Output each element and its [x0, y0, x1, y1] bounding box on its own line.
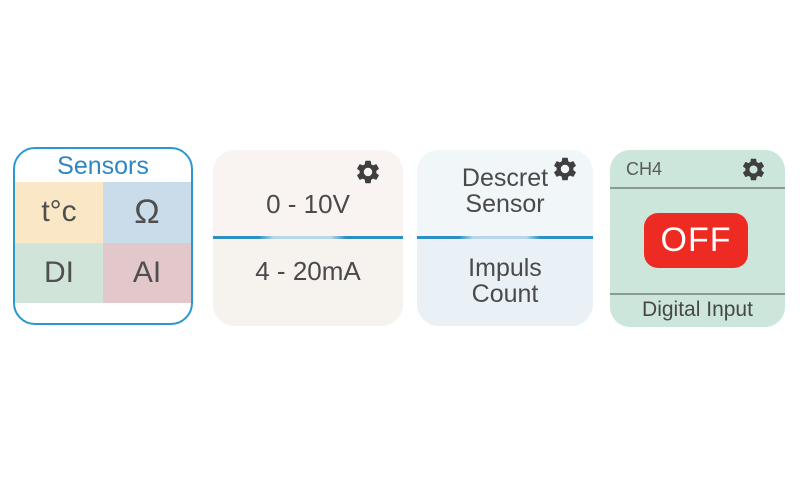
sensors-type-card[interactable]: Sensors t°c Ω DI AI — [13, 147, 193, 325]
sensor-type-grid: t°c Ω DI AI — [15, 182, 191, 303]
discrete-option-sensor[interactable]: Descret Sensor — [417, 164, 593, 218]
sensor-type-temperature[interactable]: t°c — [15, 182, 103, 243]
sensor-type-temperature-label: t°c — [41, 195, 77, 229]
discrete-option-sensor-line2: Sensor — [465, 190, 545, 218]
sensor-type-analog-input-label: AI — [132, 255, 162, 289]
card-divider — [417, 236, 593, 239]
discrete-mode-card[interactable]: Descret Sensor Impuls Count — [417, 150, 593, 326]
gear-icon[interactable] — [551, 155, 579, 183]
discrete-mode-bottom-half — [417, 239, 593, 326]
channel-name-label: CH4 — [626, 159, 663, 179]
sensor-type-resistance[interactable]: Ω — [103, 182, 191, 243]
analog-range-card[interactable]: 0 - 10V 4 - 20mA — [213, 150, 403, 326]
discrete-option-impulse-line1: Impuls — [468, 254, 542, 282]
discrete-option-impulse-line2: Count — [471, 280, 539, 308]
sensor-type-resistance-label: Ω — [134, 192, 160, 231]
sensors-card-title: Sensors — [57, 152, 149, 180]
discrete-option-sensor-line1: Descret — [461, 164, 549, 192]
sensor-type-digital-input-label: DI — [44, 255, 74, 289]
channel-footer-divider — [610, 293, 785, 295]
channel-state-toggle-button[interactable]: OFF — [644, 213, 748, 268]
analog-range-bottom-half — [213, 239, 403, 326]
card-divider — [213, 236, 403, 239]
channel-header-divider — [610, 187, 785, 189]
gear-icon[interactable] — [740, 156, 767, 183]
sensor-type-analog-input[interactable]: AI — [103, 242, 191, 303]
discrete-option-impulse-count[interactable]: Impuls Count — [417, 254, 593, 308]
sensor-type-digital-input[interactable]: DI — [15, 242, 103, 303]
analog-option-4-20ma[interactable]: 4 - 20mA — [255, 255, 361, 286]
channel-state-label: OFF — [660, 221, 732, 259]
analog-option-0-10v[interactable]: 0 - 10V — [266, 188, 350, 219]
channel-ch4-card[interactable]: CH4 OFF Digital Input — [610, 150, 785, 327]
gear-icon[interactable] — [354, 158, 382, 186]
channel-mode-label: Digital Input — [642, 298, 753, 321]
